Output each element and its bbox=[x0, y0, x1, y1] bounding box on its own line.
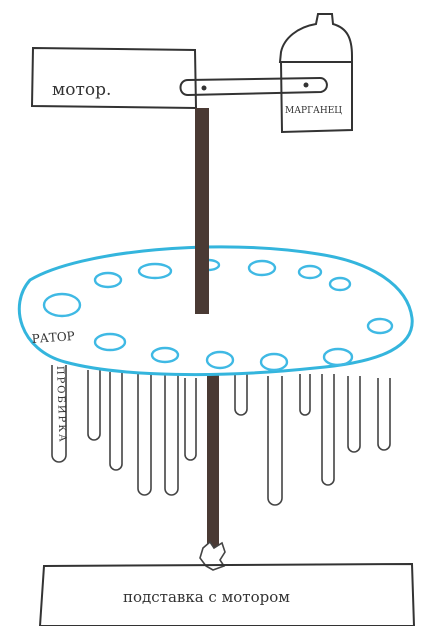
motor-box: мотор. bbox=[32, 48, 196, 108]
test-tube bbox=[185, 378, 196, 460]
rotor-label: РАТОР bbox=[31, 329, 75, 346]
manganese-bottle: МАРГАНЕЦ bbox=[280, 14, 352, 132]
motor-label: мотор. bbox=[52, 80, 111, 100]
manganese-label: МАРГАНЕЦ bbox=[285, 106, 342, 116]
test-tube bbox=[268, 376, 282, 505]
test-tubes bbox=[52, 365, 390, 505]
test-tube bbox=[165, 374, 178, 495]
base-box: подставка с мотором bbox=[40, 564, 414, 626]
pivot-right bbox=[304, 83, 309, 88]
test-tube bbox=[348, 376, 360, 452]
rotor: РАТОР bbox=[19, 247, 412, 375]
shaft-upper bbox=[195, 108, 209, 314]
test-tube bbox=[378, 378, 390, 450]
shaft-lower bbox=[207, 372, 219, 550]
test-tube bbox=[88, 370, 100, 440]
test-tube bbox=[235, 374, 247, 415]
test-tube bbox=[300, 374, 310, 415]
base-label: подставка с мотором bbox=[123, 588, 290, 606]
pivot-left bbox=[202, 86, 207, 91]
test-tube bbox=[110, 372, 122, 470]
test-tube bbox=[322, 374, 334, 485]
connector-bar bbox=[181, 78, 327, 95]
test-tube bbox=[138, 372, 151, 495]
